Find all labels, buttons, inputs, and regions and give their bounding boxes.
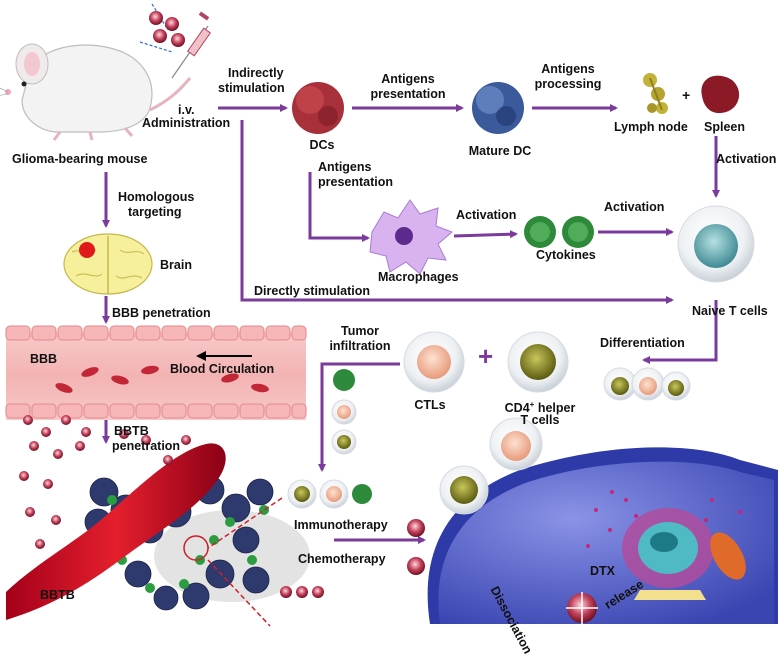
label-cytokines: Cytokines <box>536 248 596 262</box>
label-mature-dc: Mature DC <box>468 144 532 158</box>
label-immunotherapy: Immunotherapy <box>294 518 388 532</box>
label-dtx: DTX <box>590 564 615 578</box>
label-cd4-2: helper <box>534 401 576 416</box>
label-lymph-node: Lymph node <box>614 120 688 134</box>
label-bbb-penetration: BBB penetration <box>112 306 211 320</box>
macrophage-cell <box>369 199 453 275</box>
dtx-dots <box>586 490 742 548</box>
dc-cell <box>292 82 344 134</box>
cytokine-cluster-1 <box>524 216 556 248</box>
lymph-node <box>643 73 668 114</box>
dissociating-nanoparticle <box>566 592 598 624</box>
label-differentiation: Differentiation <box>600 336 685 350</box>
naive-t-cell <box>677 205 755 283</box>
label-activation-mid2: Activation <box>604 200 665 214</box>
label-plus-small: + <box>682 87 691 103</box>
label-antigens-presentation-top-2: presentation <box>370 87 446 101</box>
label-naive-t-cells: Naive T cells <box>692 304 768 318</box>
label-iv-2: Administration <box>142 116 231 130</box>
mature-dc-cell <box>472 82 524 134</box>
label-spleen: Spleen <box>704 120 745 134</box>
label-plus-big: + <box>478 341 494 371</box>
label-homologous-2: targeting <box>128 205 182 219</box>
label-cd4-sup: + <box>529 400 535 409</box>
label-indirect-2: stimulation <box>218 81 285 95</box>
infiltration-cells <box>287 369 372 509</box>
label-antigens-processing-2: processing <box>534 77 602 91</box>
cytokine-cluster-2 <box>562 216 594 248</box>
label-bbb: BBB <box>30 352 58 366</box>
tumor-cell <box>427 447 778 624</box>
nanoparticles <box>19 11 525 598</box>
label-directly-stimulation: Directly stimulation <box>254 284 370 298</box>
label-antigens-presentation-mid-1: Antigens <box>318 160 372 174</box>
figure: Glioma-bearing mouse Indirectly stimulat… <box>0 3 778 656</box>
label-cd4-helper: CD4+ helper <box>505 398 576 415</box>
label-mouse: Glioma-bearing mouse <box>12 152 148 166</box>
label-iv-1: i.v. <box>178 103 195 117</box>
label-cd4-t-cells: T cells <box>520 413 560 427</box>
label-chemotherapy: Chemotherapy <box>298 552 386 566</box>
ctl-cell <box>403 331 465 393</box>
label-blood-circulation: Blood Circulation <box>170 362 275 376</box>
blood-vessel <box>5 325 307 420</box>
tumor-blood-vessel <box>6 443 226 620</box>
label-bbtb-penetration-1: BBTB <box>114 424 149 438</box>
label-homologous-1: Homologous <box>118 190 195 204</box>
label-bbtb: BBTB <box>40 588 75 602</box>
label-bbtb-penetration-2: penetration <box>112 439 181 453</box>
diagram-canvas <box>0 3 778 627</box>
label-activation-mid: Activation <box>456 208 517 222</box>
cd4-cell <box>507 331 569 393</box>
brain-illustration <box>63 233 153 295</box>
label-tumor-infiltration-2: infiltration <box>329 339 391 353</box>
label-tumor-infiltration-1: Tumor <box>341 324 379 338</box>
label-antigens-presentation-mid-2: presentation <box>318 175 394 189</box>
label-dcs: DCs <box>309 138 335 152</box>
label-indirect-1: Indirectly <box>228 66 284 80</box>
spleen <box>701 75 740 114</box>
label-activation-right: Activation <box>716 152 777 166</box>
label-macrophages: Macrophages <box>378 270 459 284</box>
label-cd4-1: CD4 <box>504 401 530 416</box>
label-antigens-processing-1: Antigens <box>541 62 595 76</box>
label-brain: Brain <box>160 258 192 272</box>
mouse-illustration <box>0 43 192 141</box>
label-ctls: CTLs <box>414 398 446 412</box>
tumor-immune-cells <box>439 367 691 515</box>
label-antigens-presentation-top-1: Antigens <box>381 72 435 86</box>
pathway-arrows <box>102 104 720 596</box>
